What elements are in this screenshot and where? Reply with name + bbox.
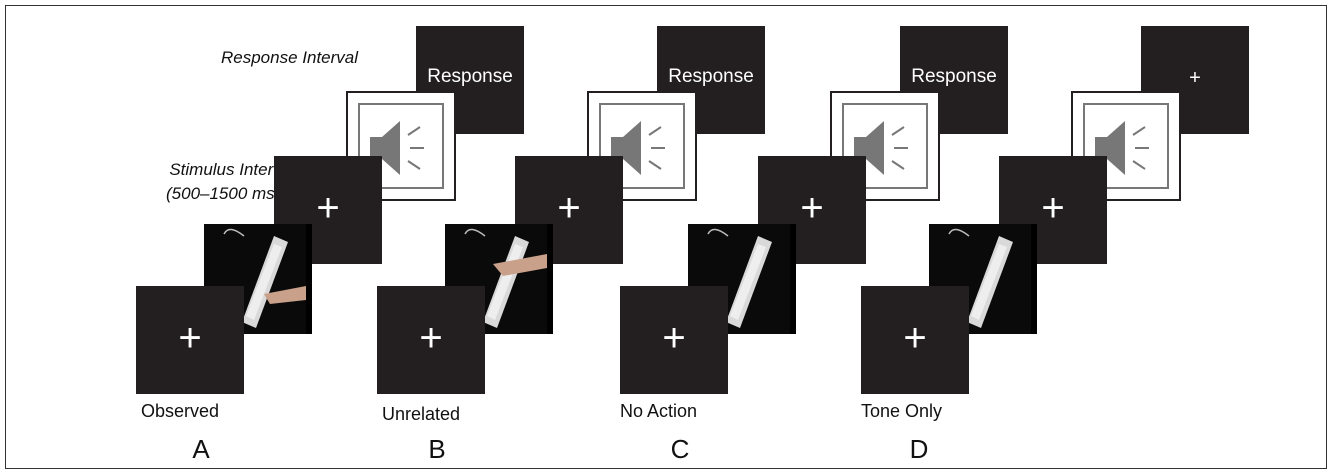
tone-screen-inner-frame <box>358 103 444 189</box>
condition-panel-c: Response + <box>615 6 1008 468</box>
fixation-cross: + <box>662 316 686 360</box>
response-interval-label: Response Interval <box>221 48 359 67</box>
tone-screen <box>830 91 940 201</box>
final-fixation-cross: + <box>1189 67 1201 89</box>
fixation-screen-start: + <box>136 286 244 394</box>
fixation-screen-start: + <box>620 286 728 394</box>
speaker-icon <box>611 121 665 175</box>
fixation-cross: + <box>557 186 581 230</box>
speaker-icon <box>854 121 908 175</box>
response-screen: Response <box>900 26 1008 134</box>
keyboard-image <box>929 224 1031 334</box>
condition-caption: Observed <box>141 401 220 421</box>
condition-caption: Tone Only <box>861 401 943 421</box>
condition-panel-d: + + + <box>856 6 1249 468</box>
fixation-cross: + <box>419 316 443 360</box>
tone-screen-inner-frame <box>842 103 928 189</box>
fixation-cross: + <box>903 316 927 360</box>
condition-letter: D <box>909 434 929 464</box>
static-video-frame <box>688 224 796 334</box>
stimulus-interval-title: Stimulus Interval <box>169 160 295 179</box>
fixation-cross: + <box>1041 186 1065 230</box>
tone-screen-inner-frame <box>1083 103 1169 189</box>
condition-panel-b: Response + <box>372 6 765 468</box>
static-video-frame <box>929 224 1037 334</box>
condition-panel-a: Response + <box>131 6 524 468</box>
fixation-screen-mid: + <box>274 156 382 264</box>
tone-screen <box>346 91 456 201</box>
figure-frame: Response Interval Stimulus Interval (500… <box>5 5 1327 469</box>
stimulus-interval-label: Stimulus Interval (500–1500 msec) <box>166 158 298 206</box>
response-screen-label: Response <box>911 66 997 87</box>
fixation-screen-start: + <box>377 286 485 394</box>
condition-caption: Unrelated <box>382 404 461 424</box>
condition-letter: B <box>428 434 446 464</box>
fixation-screen-start: + <box>861 286 969 394</box>
response-screen-label: Response <box>427 66 513 87</box>
stimulus-interval-duration: (500–1500 msec) <box>166 184 299 203</box>
fixation-cross: + <box>800 186 824 230</box>
tone-screen-inner-frame <box>599 103 685 189</box>
speaker-icon <box>370 121 424 175</box>
fixation-cross: + <box>178 316 202 360</box>
condition-letter: A <box>192 434 210 464</box>
keyboard-hand-image <box>445 224 547 334</box>
condition-caption: No Action <box>620 401 698 421</box>
response-screen-label: Response <box>668 66 754 87</box>
action-video-frame <box>445 224 553 334</box>
condition-letter: C <box>670 434 690 464</box>
speaker-icon <box>1095 121 1149 175</box>
fixation-cross: + <box>316 186 340 230</box>
